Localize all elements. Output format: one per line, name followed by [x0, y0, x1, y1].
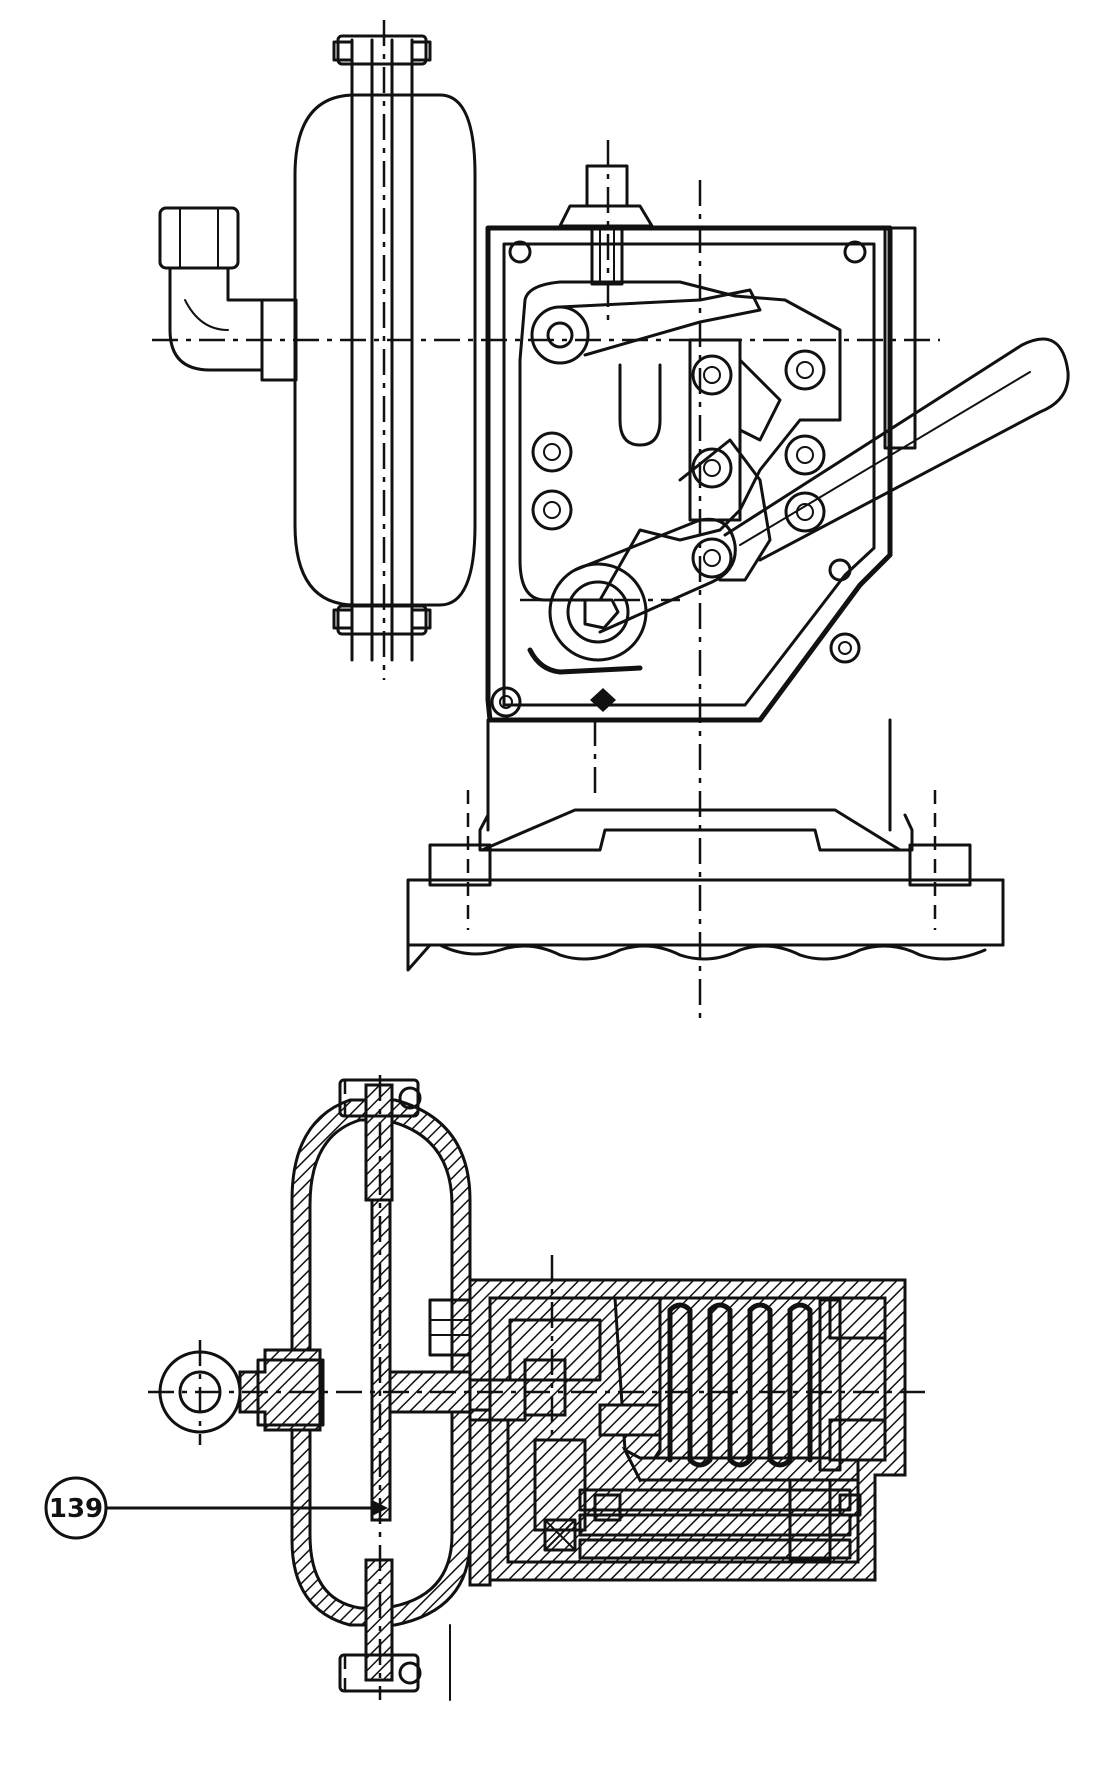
callout-label: 139 — [49, 1494, 103, 1524]
upper-linkage — [530, 288, 782, 522]
centre-lines — [152, 20, 940, 1020]
cam-lever — [527, 438, 772, 675]
housing-screws — [490, 240, 867, 718]
diaphragm-housing — [293, 34, 477, 662]
section-view: 139 — [44, 1075, 925, 1701]
relay-block — [428, 1298, 602, 1422]
mounting-yoke — [406, 808, 1005, 972]
lower-passages — [543, 1478, 862, 1562]
manual-handle — [723, 337, 1070, 562]
top-fitting — [558, 164, 654, 286]
positioner-housing — [485, 225, 917, 832]
front-view — [152, 20, 1070, 1020]
mounting-bosses — [531, 349, 826, 579]
section-centre-lines — [148, 1075, 925, 1701]
elbow-fitting — [158, 206, 298, 382]
callout-139: 139 — [44, 1476, 388, 1540]
range-spring — [667, 1298, 842, 1472]
